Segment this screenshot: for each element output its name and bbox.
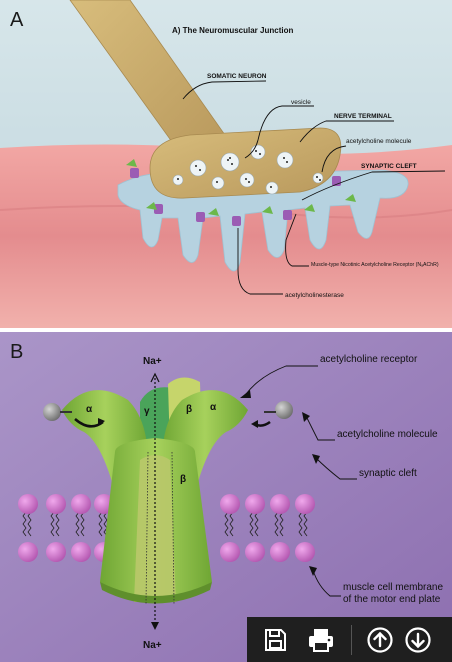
label-acetylcholine-molecule-a: acetylcholine molecule — [346, 138, 412, 145]
panel-a-letter: A — [10, 9, 24, 31]
label-acetylcholine-receptor: acetylcholine receptor — [320, 354, 418, 365]
label-synaptic-cleft-b: synaptic cleft — [359, 468, 417, 479]
panel-a-illustration: A A) The Neuromuscular Junction SOMATIC … — [0, 0, 452, 328]
label-somatic-neuron: SOMATIC NEURON — [207, 73, 267, 80]
label-membrane-line1: muscle cell membrane — [343, 582, 443, 593]
label-na-top: Na+ — [143, 356, 162, 367]
receptor-molecules — [126, 159, 356, 226]
acetylcholine-dots — [177, 150, 321, 188]
panel-a-neuromuscular-junction: A A) The Neuromuscular Junction SOMATIC … — [0, 0, 452, 328]
print-icon — [309, 628, 333, 652]
label-acetylcholine-molecule-b: acetylcholine molecule — [337, 429, 438, 440]
nerve-terminal — [149, 127, 342, 199]
toolbar-separator — [351, 624, 352, 655]
print-button[interactable] — [303, 622, 339, 658]
save-icon — [265, 628, 286, 651]
lipid-bilayer — [18, 494, 315, 562]
label-receptor-nachr: Muscle-type Nicotinic Acetylcholine Rece… — [311, 262, 439, 268]
panel-b-illustration: α γ β α β Na+ Na+ B acetylcholine recept… — [0, 332, 452, 662]
label-vesicle: vesicle — [291, 99, 311, 106]
scroll-down-button[interactable] — [400, 622, 436, 658]
label-subunit-gamma: γ — [144, 406, 150, 417]
panel-a-title: A) The Neuromuscular Junction — [172, 26, 293, 35]
acetylcholine-molecule-left — [43, 403, 72, 421]
label-subunit-beta-top: β — [186, 404, 192, 415]
label-na-bottom: Na+ — [143, 640, 162, 651]
arrow-down-icon — [405, 626, 431, 653]
arrow-up-icon — [367, 626, 393, 653]
viewer-toolbar — [247, 617, 452, 662]
label-membrane-line2: of the motor end plate — [343, 594, 441, 605]
acetylcholine-receptor-protein — [62, 372, 248, 630]
panel-b-letter: B — [10, 341, 23, 363]
scroll-up-button[interactable] — [362, 622, 398, 658]
label-nerve-terminal: NERVE TERMINAL — [334, 113, 392, 120]
panel-b-acetylcholine-receptor: α γ β α β Na+ Na+ B acetylcholine recept… — [0, 332, 452, 662]
label-subunit-beta-front: β — [180, 474, 186, 485]
label-subunit-alpha-right: α — [210, 402, 217, 413]
vesicles — [172, 144, 324, 195]
label-synaptic-cleft-a: SYNAPTIC CLEFT — [361, 163, 417, 170]
label-acetylcholinesterase: acetylcholinesterase — [285, 292, 344, 299]
acetylcholine-molecule-right — [264, 401, 293, 419]
label-subunit-alpha-left: α — [86, 404, 93, 415]
save-button[interactable] — [257, 622, 293, 658]
